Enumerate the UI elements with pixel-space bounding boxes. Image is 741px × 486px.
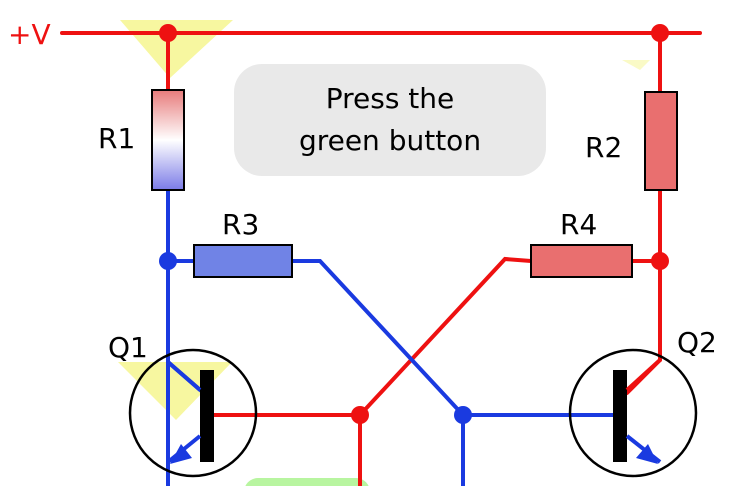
junction-dots [159,24,669,424]
label-r4: R4 [560,208,597,241]
message-line-2: green button [299,124,481,157]
green-button[interactable] [244,478,370,486]
label-r3: R3 [222,208,259,241]
resistor-r4 [530,244,633,278]
resistor-r2 [644,91,678,191]
resistor-r1 [151,89,185,191]
glow-top-left [120,20,233,78]
message-line-1: Press the [326,82,455,115]
label-r2: R2 [585,131,622,164]
message-box [234,64,546,176]
transistor-q2 [568,348,698,478]
glow-top-right [622,60,650,70]
label-q1: Q1 [108,331,148,364]
transistor-q1 [128,348,258,478]
label-r1: R1 [98,122,135,155]
label-q2: Q2 [677,326,717,359]
supply-label: +V [8,18,51,51]
resistor-r3 [193,244,293,278]
